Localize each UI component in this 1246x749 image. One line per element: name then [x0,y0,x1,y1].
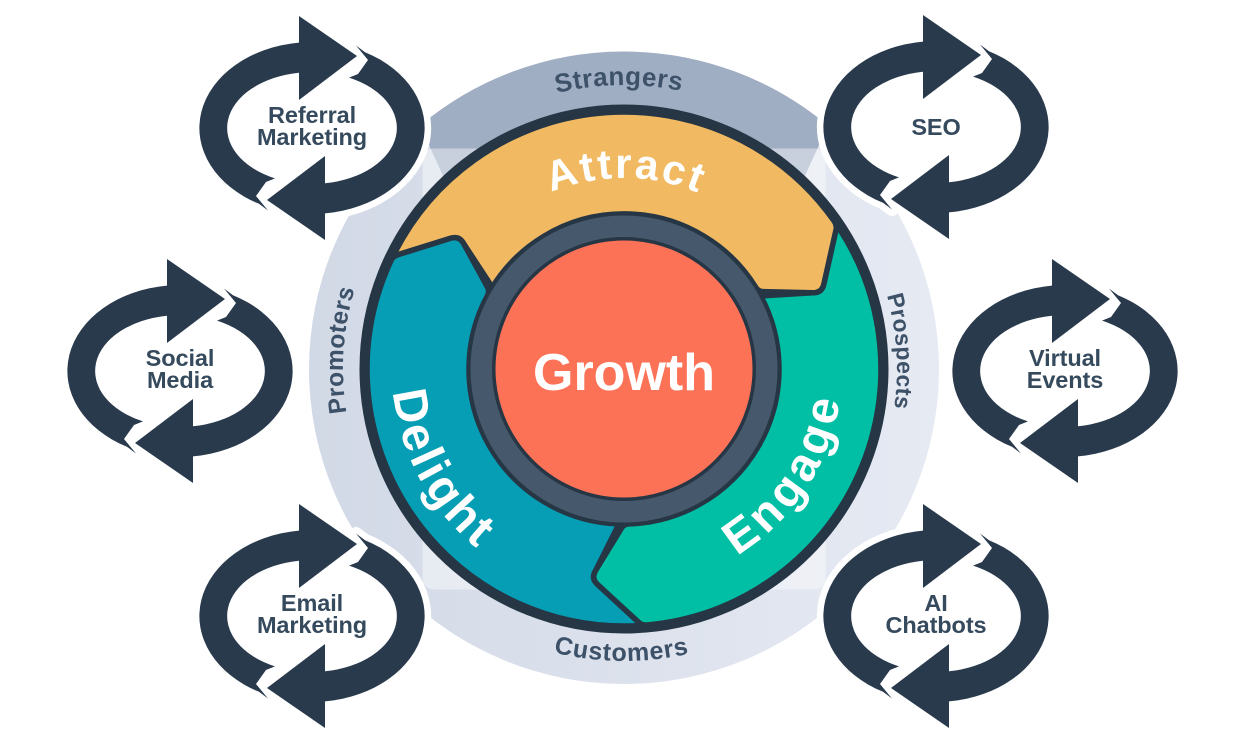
svg-text:Media: Media [147,367,214,393]
svg-text:Marketing: Marketing [257,612,367,638]
svg-text:Social: Social [146,345,215,371]
svg-text:Growth: Growth [533,344,715,402]
svg-text:Events: Events [1027,367,1103,393]
svg-text:Referral: Referral [268,102,356,128]
svg-text:Email: Email [281,590,343,616]
svg-text:SEO: SEO [911,114,960,140]
svg-text:Virtual: Virtual [1029,345,1101,371]
svg-text:AI: AI [924,590,947,616]
svg-text:Chatbots: Chatbots [885,612,986,638]
svg-text:Marketing: Marketing [257,124,367,150]
